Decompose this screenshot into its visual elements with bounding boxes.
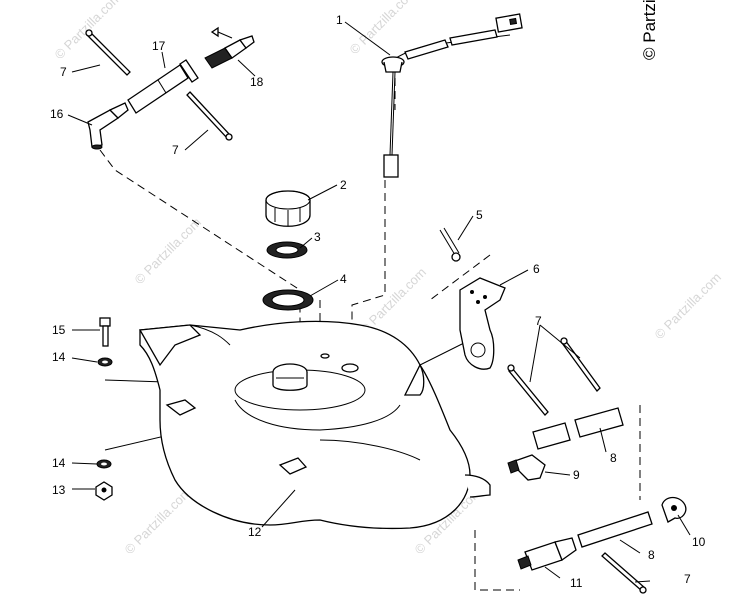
cap-gasket: [266, 241, 308, 259]
washer: [96, 459, 112, 469]
tank-bracket: [459, 277, 506, 370]
callout-7: 7: [60, 65, 67, 79]
watermark-text: © Partzilla.com: [652, 270, 725, 343]
fuel-tank: [138, 320, 491, 530]
callout-7: 7: [535, 314, 542, 328]
copyright-text: © Partzilla: [640, 0, 659, 60]
callout-3: 3: [314, 230, 321, 244]
callout-5: 5: [476, 208, 483, 222]
fuel-gauge-sender: [381, 13, 523, 178]
watermark-text: © Partzilla.com: [132, 215, 205, 288]
callout-7: 7: [684, 572, 691, 586]
cable-tie: [507, 337, 601, 416]
hose-clamp: [661, 496, 687, 523]
callout-13: 13: [52, 483, 66, 497]
leader-lines: [67, 21, 691, 583]
watermark-text: © Partzilla.com: [122, 485, 195, 558]
cable-tie: [186, 91, 233, 141]
fuel-filter: [517, 537, 577, 571]
fuel-cap: [265, 190, 311, 227]
cable-tie: [601, 552, 647, 594]
callout-4: 4: [340, 272, 347, 286]
callout-18: 18: [250, 75, 264, 89]
callout-9: 9: [573, 468, 580, 482]
cable-tie: [85, 29, 131, 76]
callout-11: 11: [570, 576, 583, 590]
callout-16: 16: [50, 107, 64, 121]
fuel-hose: [532, 407, 624, 450]
callout-17: 17: [152, 39, 166, 53]
callout-8: 8: [648, 548, 655, 562]
callouts: 1 2 3 4 5 6 7 7 7 7 8 8 9 10 11 12 13 14…: [50, 13, 706, 590]
neck-gasket: [262, 289, 314, 311]
watermark-text: © Partzilla.com: [347, 0, 420, 57]
fuel-connector: [204, 26, 255, 69]
hose-elbow: [87, 102, 129, 150]
callout-15: 15: [52, 323, 66, 337]
washer: [97, 357, 113, 367]
fuel-fitting: [507, 454, 546, 481]
nut: [95, 481, 113, 501]
callout-14: 14: [52, 350, 66, 364]
callout-12: 12: [248, 525, 262, 539]
fuel-hose: [127, 59, 199, 114]
fuel-hose: [577, 511, 653, 548]
callout-8: 8: [610, 451, 617, 465]
callout-6: 6: [533, 262, 540, 276]
callout-7: 7: [172, 143, 179, 157]
callout-10: 10: [692, 535, 706, 549]
bolt: [99, 317, 111, 347]
callout-1: 1: [336, 13, 343, 27]
bracket-screw: [439, 227, 461, 262]
callout-14: 14: [52, 456, 66, 470]
callout-2: 2: [340, 178, 347, 192]
